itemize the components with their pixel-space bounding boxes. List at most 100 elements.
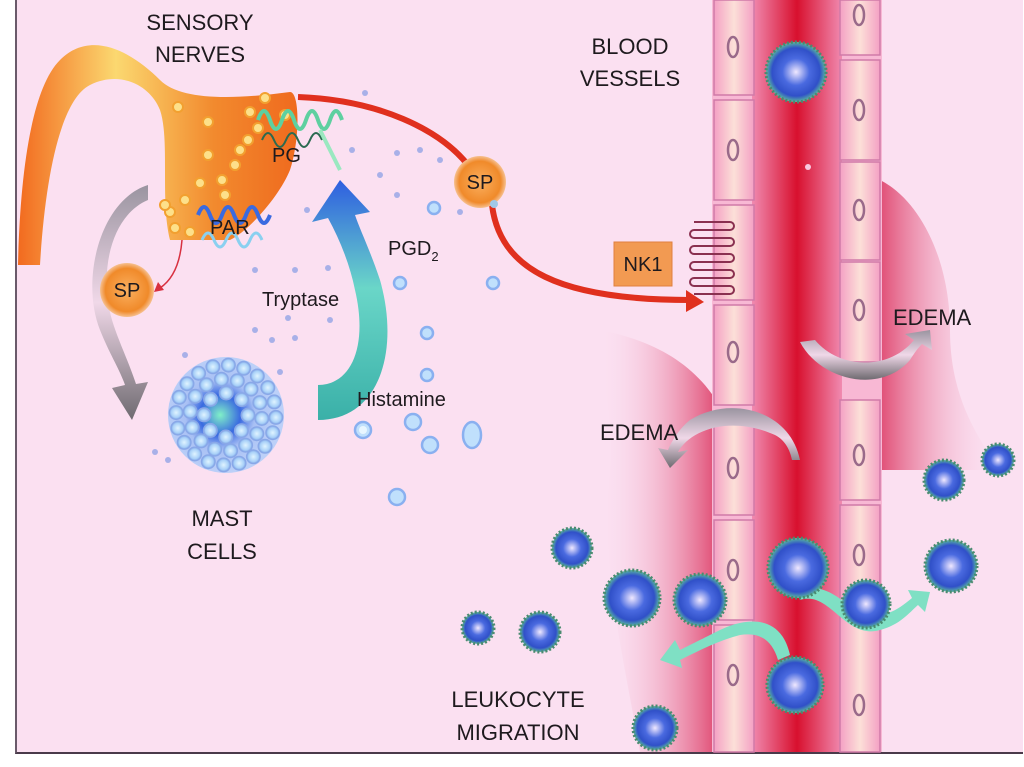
mast-cell-granule bbox=[218, 385, 234, 401]
leukocyte-migration-arrows bbox=[660, 587, 930, 668]
mast-cell-granule bbox=[236, 360, 252, 376]
sp-molecule-lower: SP bbox=[100, 263, 154, 317]
mast-cell-granule bbox=[240, 407, 256, 423]
leukocyte-migration-label-line2: MIGRATION bbox=[456, 720, 579, 745]
mast-cell-granule bbox=[243, 381, 259, 397]
edema-halo-left bbox=[600, 330, 716, 752]
leukocyte bbox=[766, 536, 830, 600]
mast-cell-granule bbox=[196, 407, 212, 423]
leukocyte bbox=[840, 578, 892, 630]
mast-cell-granule bbox=[238, 437, 254, 453]
edema-arrow-right bbox=[800, 330, 932, 380]
blood-vessels-label-line2: VESSELS bbox=[580, 66, 680, 91]
mast-cell-granule bbox=[260, 380, 276, 396]
mast-cell-granule bbox=[170, 420, 186, 436]
nk1-arrowhead bbox=[686, 290, 704, 312]
leukocyte bbox=[550, 526, 594, 570]
mast-cell-granule bbox=[168, 405, 184, 421]
mast-to-nerve-arrow bbox=[312, 180, 388, 420]
pgd2-subscript: 2 bbox=[431, 249, 438, 264]
leukocyte bbox=[460, 610, 496, 646]
mast-cell-granule bbox=[216, 457, 232, 473]
mast-cell-granule bbox=[184, 419, 200, 435]
edema-arrow-left bbox=[658, 408, 800, 468]
mast-cell-granule bbox=[266, 394, 282, 410]
endothelial-nuclei bbox=[726, 3, 866, 717]
sp-lower-label: SP bbox=[114, 280, 141, 302]
leukocyte bbox=[765, 655, 825, 715]
par-receptor bbox=[196, 205, 272, 249]
leukocyte bbox=[922, 458, 966, 502]
sensory-nerves-label-line2: NERVES bbox=[155, 42, 245, 67]
mast-cell-granule bbox=[249, 368, 265, 384]
vessel-wall-left bbox=[713, 0, 755, 753]
mast-cell-granule bbox=[213, 371, 229, 387]
mast-cells-label-line2: CELLS bbox=[187, 539, 257, 564]
edema-halo-right bbox=[880, 180, 1000, 470]
blood-vessels-label-line1: BLOOD bbox=[591, 34, 668, 59]
sp-signal-path bbox=[297, 94, 471, 167]
mast-cell-granule bbox=[254, 411, 270, 426]
mast-cell-granule bbox=[200, 454, 216, 470]
mast-cell-granule bbox=[203, 391, 219, 407]
mast-cell-granule bbox=[179, 376, 195, 392]
mast-cells-label-line1: MAST bbox=[191, 506, 252, 531]
leukocyte bbox=[764, 40, 828, 104]
mast-cell-granule bbox=[207, 441, 223, 457]
leukocyte bbox=[518, 610, 562, 654]
sp-release-arrow bbox=[159, 239, 183, 289]
sp-to-mast-arrow bbox=[92, 185, 148, 420]
mast-cell-granule bbox=[171, 389, 187, 405]
mast-cell-granule bbox=[265, 425, 281, 441]
mast-cell-granule bbox=[198, 377, 214, 393]
sp-to-nk1-path bbox=[489, 204, 691, 303]
sp-molecule-upper: SP bbox=[454, 156, 506, 208]
pg-label: PG bbox=[272, 145, 301, 167]
tryptase-label: Tryptase bbox=[262, 289, 339, 311]
mast-cell-granule bbox=[218, 429, 234, 445]
mast-cell-granule bbox=[202, 422, 218, 438]
par-label: PAR bbox=[210, 217, 250, 239]
vessel-wall-right bbox=[839, 0, 881, 753]
pgd2-label: PGD2 bbox=[388, 238, 439, 264]
mast-cell-granule bbox=[223, 443, 239, 459]
mast-cell-granule bbox=[176, 434, 192, 450]
mast-cell-granule bbox=[249, 426, 265, 442]
edema-label-left: EDEMA bbox=[600, 420, 679, 445]
nk1-receptor: NK1 bbox=[613, 221, 735, 295]
nerve-vesicles bbox=[159, 92, 291, 238]
mast-cell-granule bbox=[187, 446, 203, 462]
mast-cell-granule bbox=[229, 373, 245, 389]
pg-receptor bbox=[256, 109, 344, 171]
leukocyte bbox=[672, 572, 728, 628]
leukocyte-migration-label-line1: LEUKOCYTE bbox=[451, 687, 584, 712]
mast-cell-granule bbox=[234, 392, 250, 408]
sensory-nerve bbox=[18, 45, 298, 265]
histamine-label: Histamine bbox=[357, 389, 446, 411]
nk1-label: NK1 bbox=[624, 254, 663, 276]
mast-cell-granule bbox=[257, 438, 273, 454]
edema-label-right: EDEMA bbox=[893, 305, 972, 330]
leukocyte bbox=[631, 704, 679, 752]
mast-cell bbox=[168, 357, 284, 473]
mast-cell-granule bbox=[182, 404, 198, 419]
histamine-particles bbox=[353, 200, 501, 507]
mast-cell-granule bbox=[245, 449, 261, 465]
mast-cell-granule bbox=[233, 423, 249, 439]
pgd2-base: PGD bbox=[388, 238, 431, 260]
sp-upper-label: SP bbox=[467, 172, 494, 194]
sensory-nerves-label-line1: SENSORY bbox=[146, 10, 254, 35]
leukocytes bbox=[460, 40, 1016, 752]
mediator-particles bbox=[152, 90, 463, 463]
mast-cell-granule bbox=[268, 409, 284, 425]
leukocyte bbox=[923, 538, 979, 594]
mast-cell-granule bbox=[231, 455, 247, 471]
leukocyte bbox=[602, 568, 662, 628]
mast-cell-granule bbox=[205, 359, 221, 375]
mast-cell-granule bbox=[187, 388, 203, 404]
leukocyte bbox=[980, 442, 1016, 478]
mast-cell-granule bbox=[193, 433, 209, 449]
sp-release-arrowhead bbox=[154, 282, 164, 292]
mast-cell-granule bbox=[220, 357, 236, 373]
